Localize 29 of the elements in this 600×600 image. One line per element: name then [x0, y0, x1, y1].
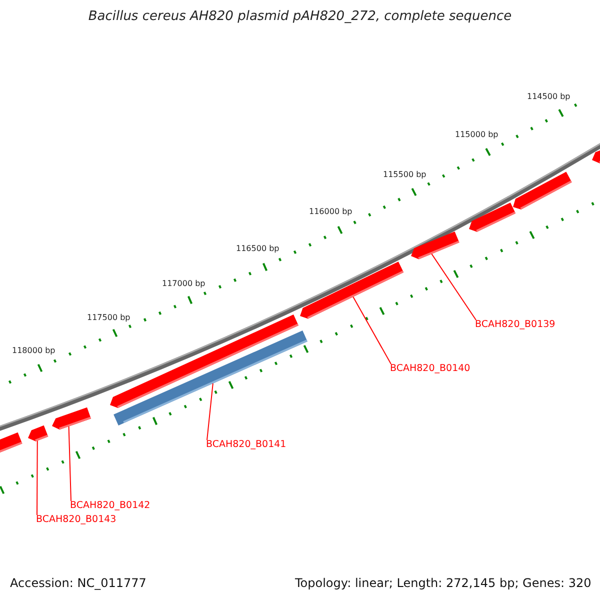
scale-label: 116500 bp: [236, 244, 280, 253]
leader-line: [431, 253, 476, 320]
gene-label: BCAH820_B0143: [36, 514, 116, 525]
gene-feature: [411, 231, 460, 260]
gene-feature: [300, 262, 404, 319]
gene-feature: [28, 425, 48, 442]
leader-line: [68, 426, 72, 502]
leader-line: [206, 382, 214, 440]
gene-feature: [469, 202, 516, 232]
scale-label: 115500 bp: [383, 170, 426, 179]
scale-label: 117500 bp: [87, 313, 130, 322]
leader-line: [352, 296, 392, 364]
scale-label: 116000 bp: [309, 207, 352, 216]
gene-label: BCAH820_B0140: [390, 363, 470, 374]
gene-label: BCAH820_B0141: [206, 439, 286, 450]
gene-label: BCAH820_B0142: [70, 500, 150, 511]
gene-feature: [114, 330, 308, 426]
gene-feature: [52, 407, 91, 430]
map-title: Bacillus cereus AH820 plasmid pAH820_272, complete sequence: [87, 9, 513, 24]
scale-label: 117000 bp: [162, 279, 206, 288]
gene-feature: [0, 432, 22, 454]
gene-label: BCAH820_B0139: [475, 319, 556, 330]
summary-text: Topology: linear; Length: 272,145 bp; Genes: 320: [295, 576, 592, 590]
leader-line: [36, 440, 38, 516]
scale-label: 118000 bp: [12, 346, 56, 355]
accession-text: Accession: NC_011777: [10, 576, 146, 590]
scale-label: 114500 bp: [527, 92, 570, 101]
gene-feature: [513, 172, 572, 210]
scale-label: 115000 bp: [455, 130, 498, 139]
